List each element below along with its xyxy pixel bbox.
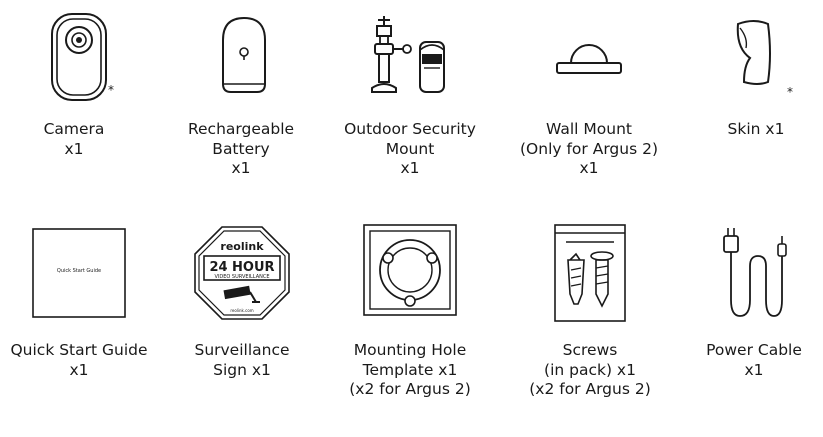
asterisk: * bbox=[787, 85, 793, 99]
power-cable-icon bbox=[720, 226, 792, 326]
skin-icon bbox=[730, 18, 778, 92]
sign-headline: 24 HOUR bbox=[209, 260, 274, 275]
quick-start-guide-icon: Quick Start Guide bbox=[32, 228, 126, 322]
surveillance-sign-icon: reolink 24 HOUR VIDEO SURVEILLANCE reoli… bbox=[194, 226, 290, 324]
screws-icon bbox=[554, 224, 626, 326]
guide-cover-text: Quick Start Guide bbox=[57, 268, 101, 274]
skin-label: Skin x1 bbox=[727, 120, 785, 138]
sign-footer: reolink.com bbox=[230, 308, 253, 313]
sign-brand: reolink bbox=[220, 240, 264, 253]
sign-subline: VIDEO SURVEILLANCE bbox=[214, 274, 269, 280]
camera-icon bbox=[48, 12, 108, 106]
mounting-hole-template-icon bbox=[363, 224, 457, 320]
wall-mount-label: Wall Mount(Only for Argus 2)x1 bbox=[520, 120, 658, 177]
wall-mount-icon bbox=[553, 33, 625, 87]
battery-icon bbox=[219, 16, 269, 98]
asterisk: * bbox=[108, 83, 114, 97]
outdoor-mount-icon bbox=[364, 14, 450, 102]
screws-label: Screws(in pack) x1(x2 for Argus 2) bbox=[529, 341, 651, 398]
